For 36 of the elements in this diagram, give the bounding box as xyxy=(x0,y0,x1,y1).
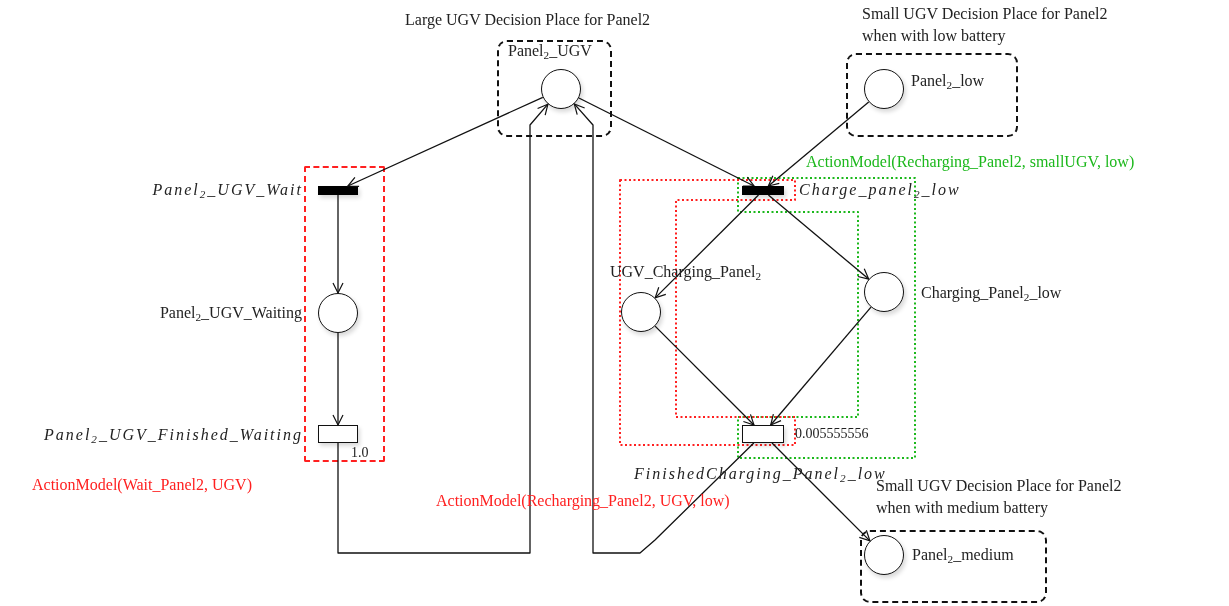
arc-arrow xyxy=(771,442,871,542)
transition-label: Panel$_{2}$_UGV_Finished_Waiting xyxy=(43,425,303,445)
transition-bar xyxy=(318,186,358,195)
place-circle xyxy=(864,535,904,575)
arc-arrow xyxy=(573,103,755,554)
arc-arrow xyxy=(337,103,549,554)
timed-transition xyxy=(742,425,784,443)
place-label: Panel$_{2}$_UGV_Waiting xyxy=(158,303,302,323)
region-title: Large UGV Decision Place for Panel2 xyxy=(405,10,652,31)
transition-label: Charge_panel$_{2}$_low xyxy=(799,180,962,200)
rate-label: 1.0 xyxy=(351,444,370,462)
net-region xyxy=(32,166,385,496)
region-title: Small UGV Decision Place for Panel2 when with low battery xyxy=(862,4,1109,47)
arc-arrow xyxy=(347,96,544,187)
arc-arrow xyxy=(770,306,872,426)
place-label: Panel$_{2}$_medium xyxy=(912,545,1015,565)
place-circle xyxy=(621,292,661,332)
rate-label: 0.005555556 xyxy=(795,425,870,443)
arc-arrow xyxy=(332,332,344,426)
action-label: ActionModel(Recharging_Panel2, smallUGV, low) xyxy=(806,152,1135,173)
place-circle xyxy=(864,69,904,109)
place-circle xyxy=(864,272,904,312)
arc-arrow xyxy=(578,97,755,187)
place-label: Panel$_{2}$_low xyxy=(911,71,986,91)
arc-arrow xyxy=(332,194,344,294)
region-title: ActionModel(Wait_Panel2, UGV) xyxy=(32,475,253,496)
timed-transition xyxy=(318,425,358,443)
arc-arrow xyxy=(767,194,870,280)
place-label: Panel$_{2}$_UGV xyxy=(508,41,593,61)
place-circle xyxy=(541,69,581,109)
place-label: Charging_Panel$_{2}$_low xyxy=(921,283,1063,303)
place-circle xyxy=(318,293,358,333)
transition-label: Panel$_{2}$_UGV_Wait xyxy=(151,180,303,200)
arc-arrow xyxy=(654,325,755,426)
arc-arrow xyxy=(767,101,870,187)
transition-bar xyxy=(742,186,784,195)
